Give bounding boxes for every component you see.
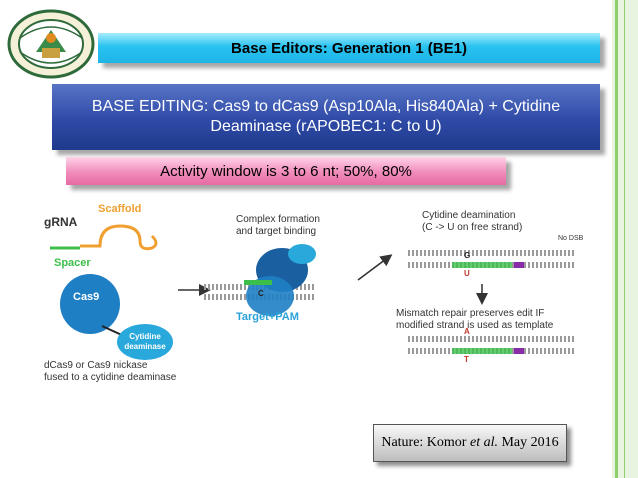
deam-pam-mark: [514, 262, 524, 268]
repair-t-letter: T: [464, 355, 469, 364]
university-seal-logo: [7, 9, 95, 79]
target-pam-label: Target+PAM: [236, 311, 299, 323]
right-border-line: [615, 0, 618, 478]
deam-g-letter: G: [464, 251, 470, 260]
complex-deaminase-shape: [288, 244, 316, 264]
deam-u-letter: U: [464, 269, 470, 278]
repair-strand-top: [408, 336, 576, 342]
title-banner: Base Editors: Generation 1 (BE1): [98, 33, 600, 63]
deaminase-shape: [117, 324, 173, 360]
complex-spacer-bar: [244, 280, 272, 285]
mismatch-label-line1: Mismatch repair preserves edit IF: [396, 308, 544, 319]
slide-subtitle: BASE EDITING: Cas9 to dCas9 (Asp10Ala, H…: [91, 98, 561, 135]
citation-suffix: May 2016: [497, 435, 559, 450]
complex-label-line1: Complex formation: [236, 214, 320, 225]
citation-prefix: Nature: Komor: [381, 435, 470, 450]
deam-edit-window: [452, 262, 512, 268]
deaminase-label-line2: deaminase: [124, 342, 166, 351]
grna-label: gRNA: [44, 215, 78, 229]
fused-label-line2: fused to a cytidine deaminase: [44, 372, 177, 383]
subtitle-banner: BASE EDITING: Cas9 to dCas9 (Asp10Ala, H…: [52, 84, 600, 150]
right-border-line-thin: [624, 0, 625, 478]
fused-label-line1: dCas9 or Cas9 nickase: [44, 360, 148, 371]
repair-a-letter: A: [464, 327, 470, 336]
spacer-label: Spacer: [54, 257, 91, 269]
deamination-label-line2: (C -> U on free strand): [422, 222, 522, 233]
slide-title: Base Editors: Generation 1 (BE1): [231, 39, 467, 57]
activity-text: Activity window is 3 to 6 nt; 50%, 80%: [160, 162, 412, 180]
citation-box: Nature: Komor et al. May 2016: [373, 424, 567, 462]
complex-label-line2: and target binding: [236, 226, 316, 237]
repair-pam-mark: [514, 348, 524, 354]
cas9-label: Cas9: [73, 291, 99, 303]
citation-etal: et al.: [469, 435, 498, 450]
cas9-protein-shape: [60, 274, 120, 334]
deam-strand-top: [408, 250, 576, 256]
deamination-label-line1: Cytidine deamination: [422, 210, 515, 221]
arrow-to-deamination: [357, 254, 393, 281]
no-dsb-label: No DSB: [558, 235, 584, 242]
base-editing-diagram: gRNA Scaffold Spacer Cas9 Cytidine deami…: [44, 203, 584, 383]
scaffold-rna-shape: [80, 224, 158, 251]
complex-cas9-lobe: [246, 276, 294, 316]
mismatch-label-line2: modified strand is used as template: [396, 320, 554, 331]
activity-banner: Activity window is 3 to 6 nt; 50%, 80%: [66, 157, 506, 185]
deaminase-label-line1: Cytidine: [129, 332, 161, 341]
target-c-letter: C: [258, 289, 264, 298]
scaffold-label: Scaffold: [98, 203, 141, 215]
repair-edit-window: [452, 348, 512, 354]
